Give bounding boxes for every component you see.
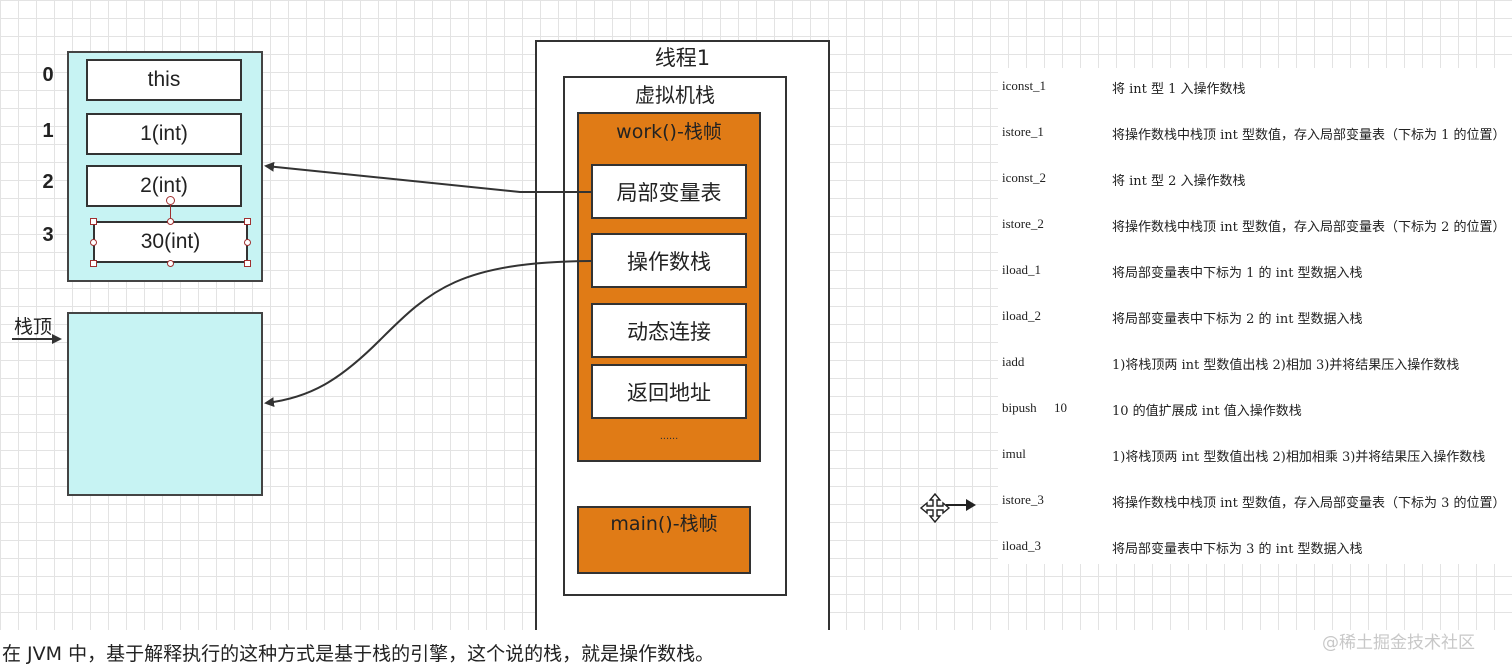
- bytecode-desc: 将 int 型 2 入操作数栈: [1112, 174, 1246, 189]
- bytecode-arg: 10: [1054, 400, 1067, 415]
- watermark: @稀土掘金技术社区: [1322, 633, 1475, 653]
- operand-stack: [67, 312, 263, 496]
- frame-dynamic-linking: 动态连接: [591, 303, 747, 358]
- selection-handle[interactable]: [244, 218, 251, 225]
- lvt-cell-1: 1(int): [86, 113, 242, 155]
- bytecode-desc: 将局部变量表中下标为 2 的 int 型数据入栈: [1112, 312, 1363, 327]
- bytecode-desc: 将局部变量表中下标为 1 的 int 型数据入栈: [1112, 266, 1363, 281]
- bytecode-desc: 将局部变量表中下标为 3 的 int 型数据入栈: [1112, 542, 1363, 557]
- bytecode-row: istore_1 将操作数栈中栈顶 int 型数值，存入局部变量表（下标为 1 …: [998, 120, 1512, 144]
- bytecode-row: iconst_1 将 int 型 1 入操作数栈: [998, 74, 1512, 98]
- lvt-index-3: 3: [42, 224, 54, 246]
- rotate-handle-stem: [170, 205, 171, 218]
- selection-handle[interactable]: [244, 260, 251, 267]
- bytecode-row: iconst_2 将 int 型 2 入操作数栈: [998, 166, 1512, 190]
- bytecode-row: istore_2 将操作数栈中栈顶 int 型数值，存入局部变量表（下标为 2 …: [998, 212, 1512, 236]
- frame-return-address: 返回地址: [591, 364, 747, 419]
- bytecode-desc: 1)将栈顶两 int 型数值出栈 2)相加 3)并将结果压入操作数栈: [1112, 358, 1460, 373]
- bytecode-row: iload_3 将局部变量表中下标为 3 的 int 型数据入栈: [998, 534, 1512, 558]
- lvt-index-1: 1: [42, 120, 54, 142]
- bytecode-desc: 将 int 型 1 入操作数栈: [1112, 82, 1246, 97]
- bytecode-op: istore_3: [1002, 492, 1044, 507]
- bytecode-op: iconst_1: [1002, 78, 1047, 93]
- bytecode-op: imul: [1002, 446, 1026, 461]
- selection-handle[interactable]: [90, 239, 97, 246]
- bytecode-row: imul 1)将栈顶两 int 型数值出栈 2)相加相乘 3)并将结果压入操作数…: [998, 442, 1512, 466]
- lvt-index-0: 0: [42, 64, 54, 86]
- work-frame-title: work()-栈帧: [616, 121, 722, 143]
- right-arrow-icon: [946, 499, 976, 511]
- bytecode-row: istore_3 将操作数栈中栈顶 int 型数值，存入局部变量表（下标为 3 …: [998, 488, 1512, 512]
- bytecode-op: istore_2: [1002, 216, 1044, 231]
- bytecode-op: iconst_2: [1002, 170, 1047, 185]
- bytecode-op: iload_2: [1002, 308, 1041, 323]
- rotate-handle[interactable]: [166, 196, 175, 205]
- main-frame-title: main()-栈帧: [610, 513, 718, 535]
- lvt-index-2: 2: [42, 171, 54, 193]
- local-table-arrow: [264, 161, 591, 193]
- lvt-cell-this: this: [86, 59, 242, 101]
- bytecode-desc: 1)将栈顶两 int 型数值出栈 2)相加相乘 3)并将结果压入操作数栈: [1112, 450, 1486, 465]
- frame-operand-stack: 操作数栈: [591, 233, 747, 288]
- bytecode-op: iload_1: [1002, 262, 1041, 277]
- bytecode-desc: 10 的值扩展成 int 值入操作数栈: [1112, 404, 1302, 419]
- bytecode-row: iload_1 将局部变量表中下标为 1 的 int 型数据入栈: [998, 258, 1512, 282]
- jvm-stack-title: 虚拟机栈: [635, 83, 715, 107]
- caption-text: 在 JVM 中，基于解释执行的这种方式是基于栈的引擎，这个说的栈，就是操作数栈。: [2, 643, 715, 665]
- caption-strip: [0, 630, 1512, 667]
- bytecode-panel: [998, 68, 1512, 564]
- selection-handle[interactable]: [90, 260, 97, 267]
- frame-ellipsis: ......: [659, 430, 679, 442]
- lvt-cell-3[interactable]: 30(int): [93, 221, 248, 263]
- bytecode-row: bipush 10 10 的值扩展成 int 值入操作数栈: [998, 396, 1512, 420]
- selection-handle[interactable]: [167, 260, 174, 267]
- bytecode-list: iconst_1 将 int 型 1 入操作数栈 istore_1 将操作数栈中…: [998, 74, 1512, 564]
- main-stack-frame: [577, 506, 751, 574]
- bytecode-op: iload_3: [1002, 538, 1041, 553]
- selection-handle[interactable]: [167, 218, 174, 225]
- bytecode-desc: 将操作数栈中栈顶 int 型数值，存入局部变量表（下标为 3 的位置）: [1112, 496, 1506, 511]
- lvt-cell-2: 2(int): [86, 165, 242, 207]
- bytecode-desc: 将操作数栈中栈顶 int 型数值，存入局部变量表（下标为 1 的位置）: [1112, 128, 1506, 143]
- bytecode-op: istore_1: [1002, 124, 1044, 139]
- stack-top-label: 栈顶: [14, 316, 53, 338]
- bytecode-row: iadd 1)将栈顶两 int 型数值出栈 2)相加 3)并将结果压入操作数栈: [998, 350, 1512, 374]
- move-cursor-icon: [919, 492, 951, 524]
- bytecode-op: bipush: [1002, 400, 1037, 415]
- frame-local-variable-table: 局部变量表: [591, 164, 747, 219]
- selection-handle[interactable]: [244, 239, 251, 246]
- selection-handle[interactable]: [90, 218, 97, 225]
- bytecode-row: iload_2 将局部变量表中下标为 2 的 int 型数据入栈: [998, 304, 1512, 328]
- thread-title: 线程1: [654, 46, 711, 70]
- bytecode-op: iadd: [1002, 354, 1025, 369]
- operand-stack-arrow: [264, 260, 592, 408]
- bytecode-desc: 将操作数栈中栈顶 int 型数值，存入局部变量表（下标为 2 的位置）: [1112, 220, 1506, 235]
